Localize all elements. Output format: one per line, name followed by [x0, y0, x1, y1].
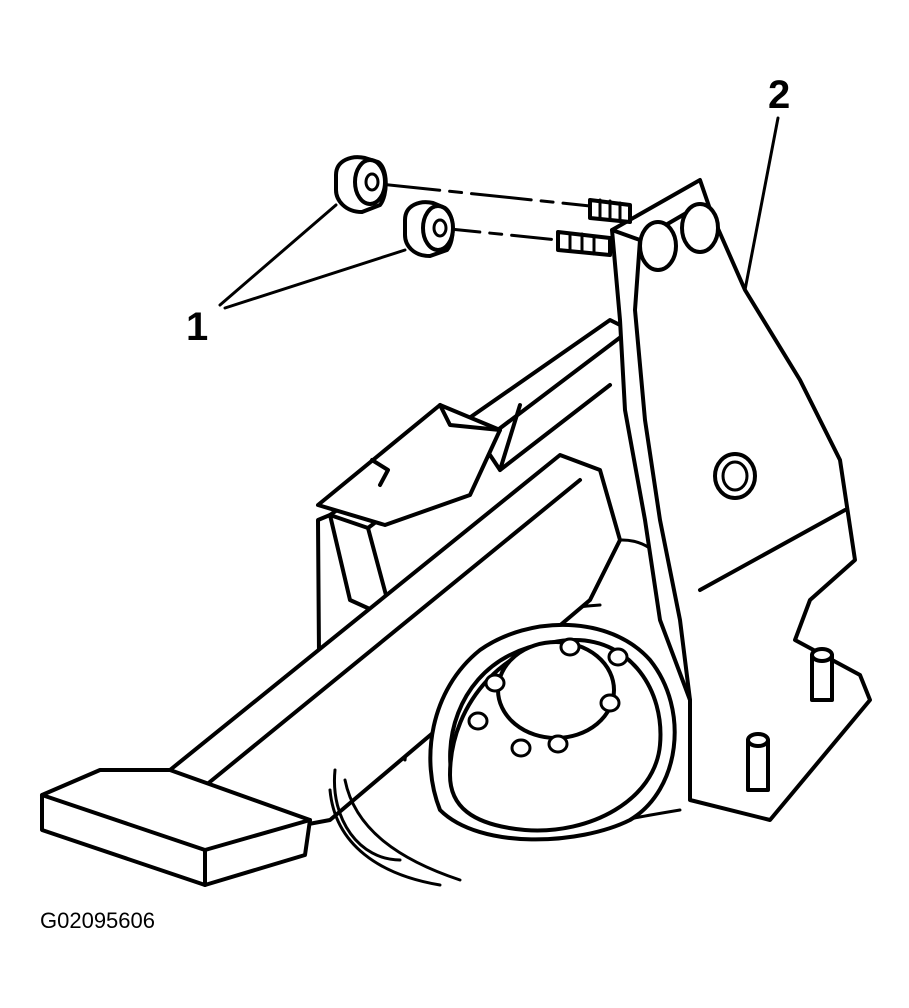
nut-lower	[403, 200, 455, 258]
leader-lines	[218, 116, 780, 310]
brake-booster	[428, 622, 677, 842]
bracket-studs	[556, 198, 632, 257]
nut-upper	[334, 155, 388, 214]
bracket-lower-studs	[746, 647, 834, 792]
callout-1-label: 1	[186, 305, 208, 349]
alignment-lines	[378, 182, 592, 242]
callout-2-label: 2	[768, 73, 790, 117]
pedal-switch-wires	[328, 768, 462, 887]
bracket-bolt-holes	[638, 202, 720, 272]
support-block	[316, 403, 502, 527]
pedal-pad	[40, 768, 312, 887]
figure-id: G02095606	[40, 908, 155, 933]
booster-stud-holes	[467, 637, 629, 758]
